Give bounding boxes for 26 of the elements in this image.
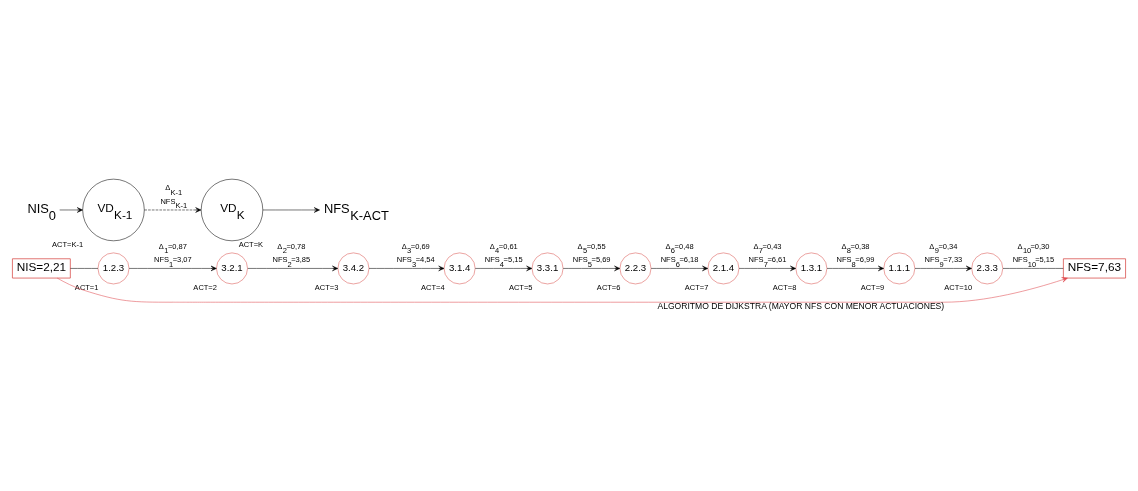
arrow (475, 265, 533, 272)
arrow (144, 207, 202, 213)
arrow (914, 265, 972, 272)
arrow (562, 265, 621, 272)
node-circle: 3.2.1 (216, 252, 248, 285)
arrow (247, 265, 339, 272)
node-circle: 1.2.3 (97, 252, 130, 285)
edge-label: ALGORITMO DE DIJKSTRA (MAYOR NFS CON MENOR ACTUACIONES) (657, 301, 945, 312)
node-box: NFS=7,63 (1063, 258, 1126, 279)
arrow (59, 207, 83, 213)
arrow (826, 265, 884, 272)
node-box: NIS=2,21 (12, 258, 71, 279)
node-circle: 1.1.1 (883, 252, 916, 285)
node-circle: 2.3.3 (971, 252, 1004, 285)
node-circle: 2.1.4 (707, 252, 740, 285)
node-circle: 2.2.3 (619, 252, 652, 285)
node-circle: 1.3.1 (795, 252, 828, 285)
node-circle: 3.4.2 (337, 252, 370, 285)
arrow (262, 207, 320, 213)
node-circle: 3.1.4 (443, 252, 476, 285)
arrow (56, 277, 1068, 303)
arrow (128, 265, 217, 272)
arrow (368, 265, 445, 272)
node-circle: 3.3.1 (531, 252, 564, 285)
arrow (738, 265, 796, 272)
arrow (650, 265, 709, 272)
